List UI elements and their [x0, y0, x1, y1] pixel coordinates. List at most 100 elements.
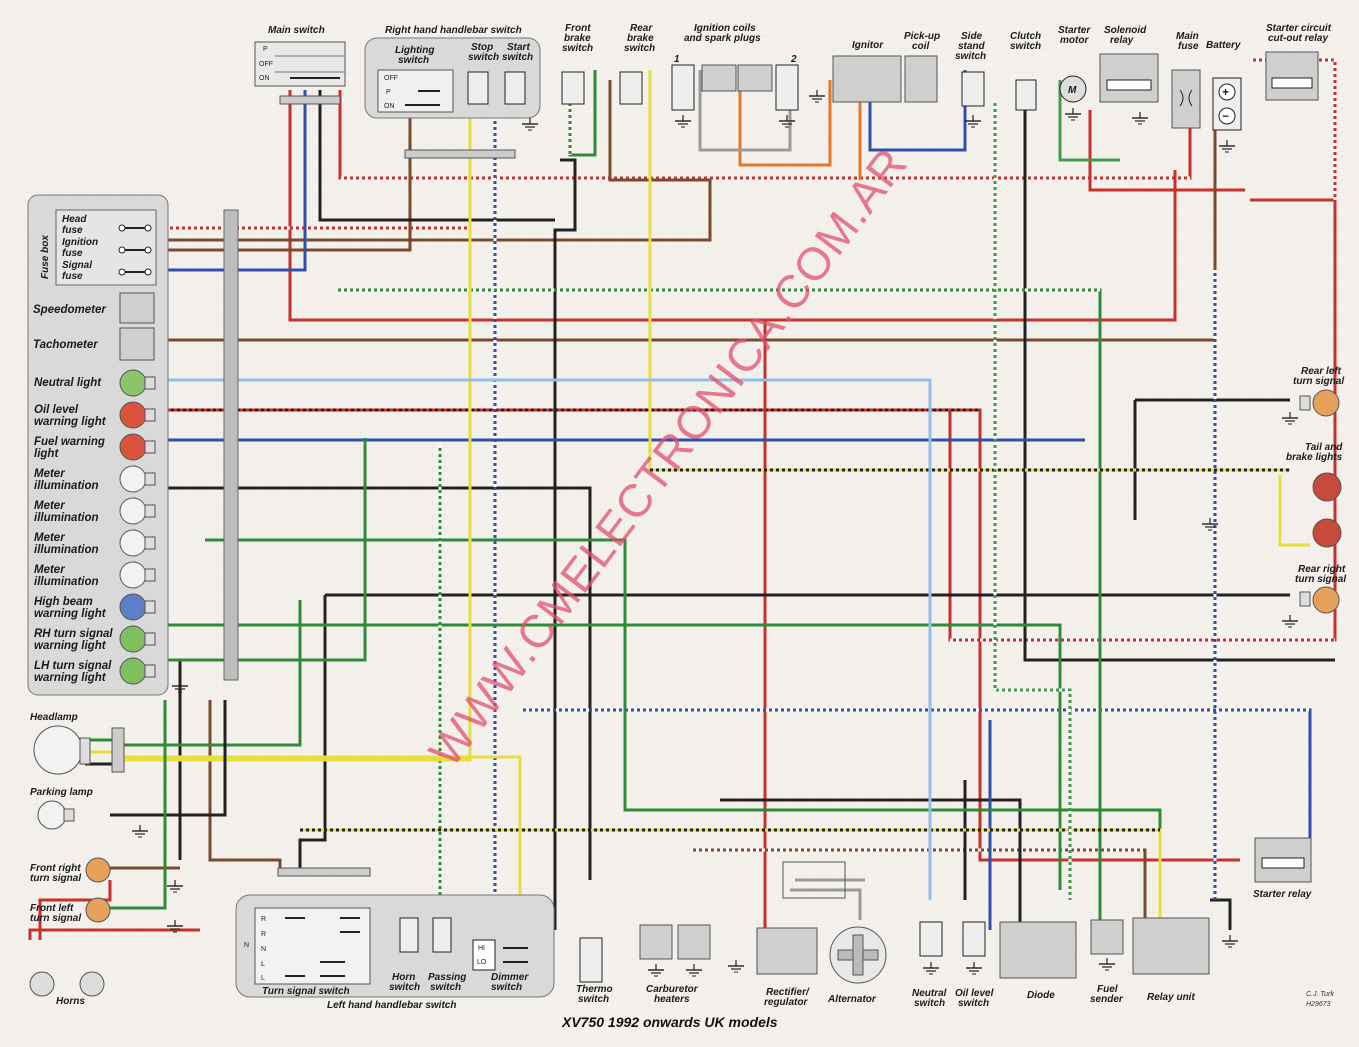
- alternator-label: Alternator: [827, 994, 877, 1005]
- main-pos-on: ON: [259, 75, 270, 82]
- start-label-1: Start: [507, 42, 530, 53]
- passing-label-1: Passing: [428, 972, 466, 983]
- start-label-2: switch: [502, 52, 533, 63]
- lh-handlebar-label: Left hand handlebar switch: [327, 1000, 456, 1011]
- coil-number-2: 2: [790, 54, 797, 65]
- horns: Horns: [29, 971, 105, 1007]
- fuel-sender-label-2: sender: [1090, 994, 1124, 1005]
- main-fuse: Main fuse: [1171, 31, 1201, 129]
- light-pos-off: OFF: [384, 75, 398, 82]
- fuse-head-label-2: fuse: [62, 225, 83, 236]
- starter-motor: Starter motor M: [1058, 25, 1091, 121]
- turn-row-l1: L: [261, 961, 265, 968]
- warning-light-0: Neutral light: [34, 369, 156, 397]
- warning-light-label: illumination: [34, 512, 99, 524]
- rear-brake-label-1: Rear: [630, 23, 653, 34]
- oil-level-switch: Oil level switch: [955, 921, 994, 1009]
- starter-motor-label-1: Starter: [1058, 25, 1091, 36]
- oil-switch-label-1: Oil level: [955, 988, 994, 999]
- front-brake-label-3: switch: [562, 43, 593, 54]
- side-stand-switch: Side stand switch: [955, 31, 986, 128]
- side-stand-label-1: Side: [961, 31, 983, 42]
- diode: Diode: [999, 921, 1077, 1001]
- warning-light-label: Fuel warning: [34, 436, 105, 448]
- rear-left-label-1: Rear left: [1301, 366, 1342, 377]
- rear-brake-label-2: brake: [627, 33, 654, 44]
- thermo-label-2: switch: [578, 994, 609, 1005]
- bulb-socket: [144, 440, 156, 454]
- stop-label-1: Stop: [471, 42, 493, 53]
- lh-handlebar-switch: R R N L L N Turn signal switch Horn swit…: [235, 867, 555, 1011]
- main-switch-label: Main switch: [268, 25, 325, 36]
- fuse-box-label: Fuse box: [40, 235, 51, 279]
- fuse-ignition: Ignition fuse: [62, 237, 152, 259]
- turn-row-r1: R: [261, 916, 266, 923]
- coils-label-1: Ignition coils: [694, 23, 756, 34]
- battery-minus: −: [1222, 111, 1229, 123]
- alternator: Alternator: [827, 926, 887, 1005]
- warning-light-label: illumination: [34, 576, 99, 588]
- turn-n-side: N: [244, 942, 249, 949]
- dimmer-lo: LO: [477, 959, 487, 966]
- clutch-label-1: Clutch: [1010, 31, 1041, 42]
- rectifier-regulator: Rectifier/ regulator: [756, 861, 846, 1008]
- ignition-coils: Ignition coils and spark plugs 1 2: [671, 23, 799, 128]
- dimmer-hi: HI: [478, 945, 485, 952]
- pickup-label-1: Pick-up: [904, 31, 940, 42]
- warning-bulb: [119, 657, 147, 685]
- wiring-harness: [28, 58, 1337, 940]
- bulb-socket: [144, 536, 156, 550]
- oil-switch-label-2: switch: [958, 998, 989, 1009]
- solenoid-label-2: relay: [1110, 35, 1134, 46]
- light-pos-p: P: [386, 89, 391, 96]
- neutral-label-1: Neutral: [912, 988, 947, 999]
- warning-bulb: [119, 433, 147, 461]
- warning-bulb: [119, 593, 147, 621]
- headlamp: Headlamp: [30, 712, 125, 775]
- fuse-signal: Signal fuse: [62, 260, 152, 282]
- lighting-label-2: switch: [398, 55, 429, 66]
- main-fuse-label-2: fuse: [1178, 41, 1199, 52]
- horn-switch-label-2: switch: [389, 982, 420, 993]
- thermo-label-1: Thermo: [576, 984, 613, 995]
- main-pos-off: OFF: [259, 61, 273, 68]
- front-right-label-1: Front right: [30, 863, 81, 874]
- coils-label-2: and spark plugs: [684, 33, 761, 44]
- warning-light-label: Meter: [34, 532, 65, 544]
- horn-switch-label-1: Horn: [392, 972, 415, 983]
- warning-bulb: [119, 497, 147, 525]
- neutral-switch: Neutral switch: [912, 921, 947, 1009]
- carb-label-1: Carburetor: [646, 984, 699, 995]
- warning-light-label: Neutral light: [34, 377, 102, 389]
- rear-brake-label-3: switch: [624, 43, 655, 54]
- parking-lamp: Parking lamp: [30, 787, 149, 838]
- front-left-turn-signal: Front left turn signal: [30, 897, 184, 933]
- solenoid-relay: Solenoid relay: [1099, 25, 1159, 125]
- starter-relay-label: Starter relay: [1253, 889, 1312, 900]
- turn-row-n: N: [261, 946, 266, 953]
- bulb-socket: [144, 408, 156, 422]
- battery: Battery + −: [1206, 40, 1242, 153]
- ignitor-label: Ignitor: [852, 40, 884, 51]
- stop-label-2: switch: [468, 52, 499, 63]
- warning-light-label: Meter: [34, 564, 65, 576]
- warning-light-label: illumination: [34, 480, 99, 492]
- tail-brake-lights: Tail and brake lights: [1201, 442, 1343, 548]
- front-right-label-2: turn signal: [30, 873, 81, 884]
- rear-right-turn-signal: Rear right turn signal: [1281, 564, 1346, 628]
- turn-row-r2: R: [261, 931, 266, 938]
- warning-light-label: Meter: [34, 500, 65, 512]
- fuel-sender: Fuel sender: [1090, 919, 1124, 1005]
- light-pos-on: ON: [384, 103, 395, 110]
- warning-light-label: warning light: [34, 416, 107, 428]
- main-pos-p: P: [263, 46, 268, 53]
- warning-bulb: [119, 625, 147, 653]
- headlamp-label: Headlamp: [30, 712, 78, 723]
- front-brake-switch: Front brake switch: [561, 23, 593, 105]
- clutch-label-2: switch: [1010, 41, 1041, 52]
- parking-lamp-label: Parking lamp: [30, 787, 93, 798]
- clutch-switch: Clutch switch: [1010, 31, 1041, 111]
